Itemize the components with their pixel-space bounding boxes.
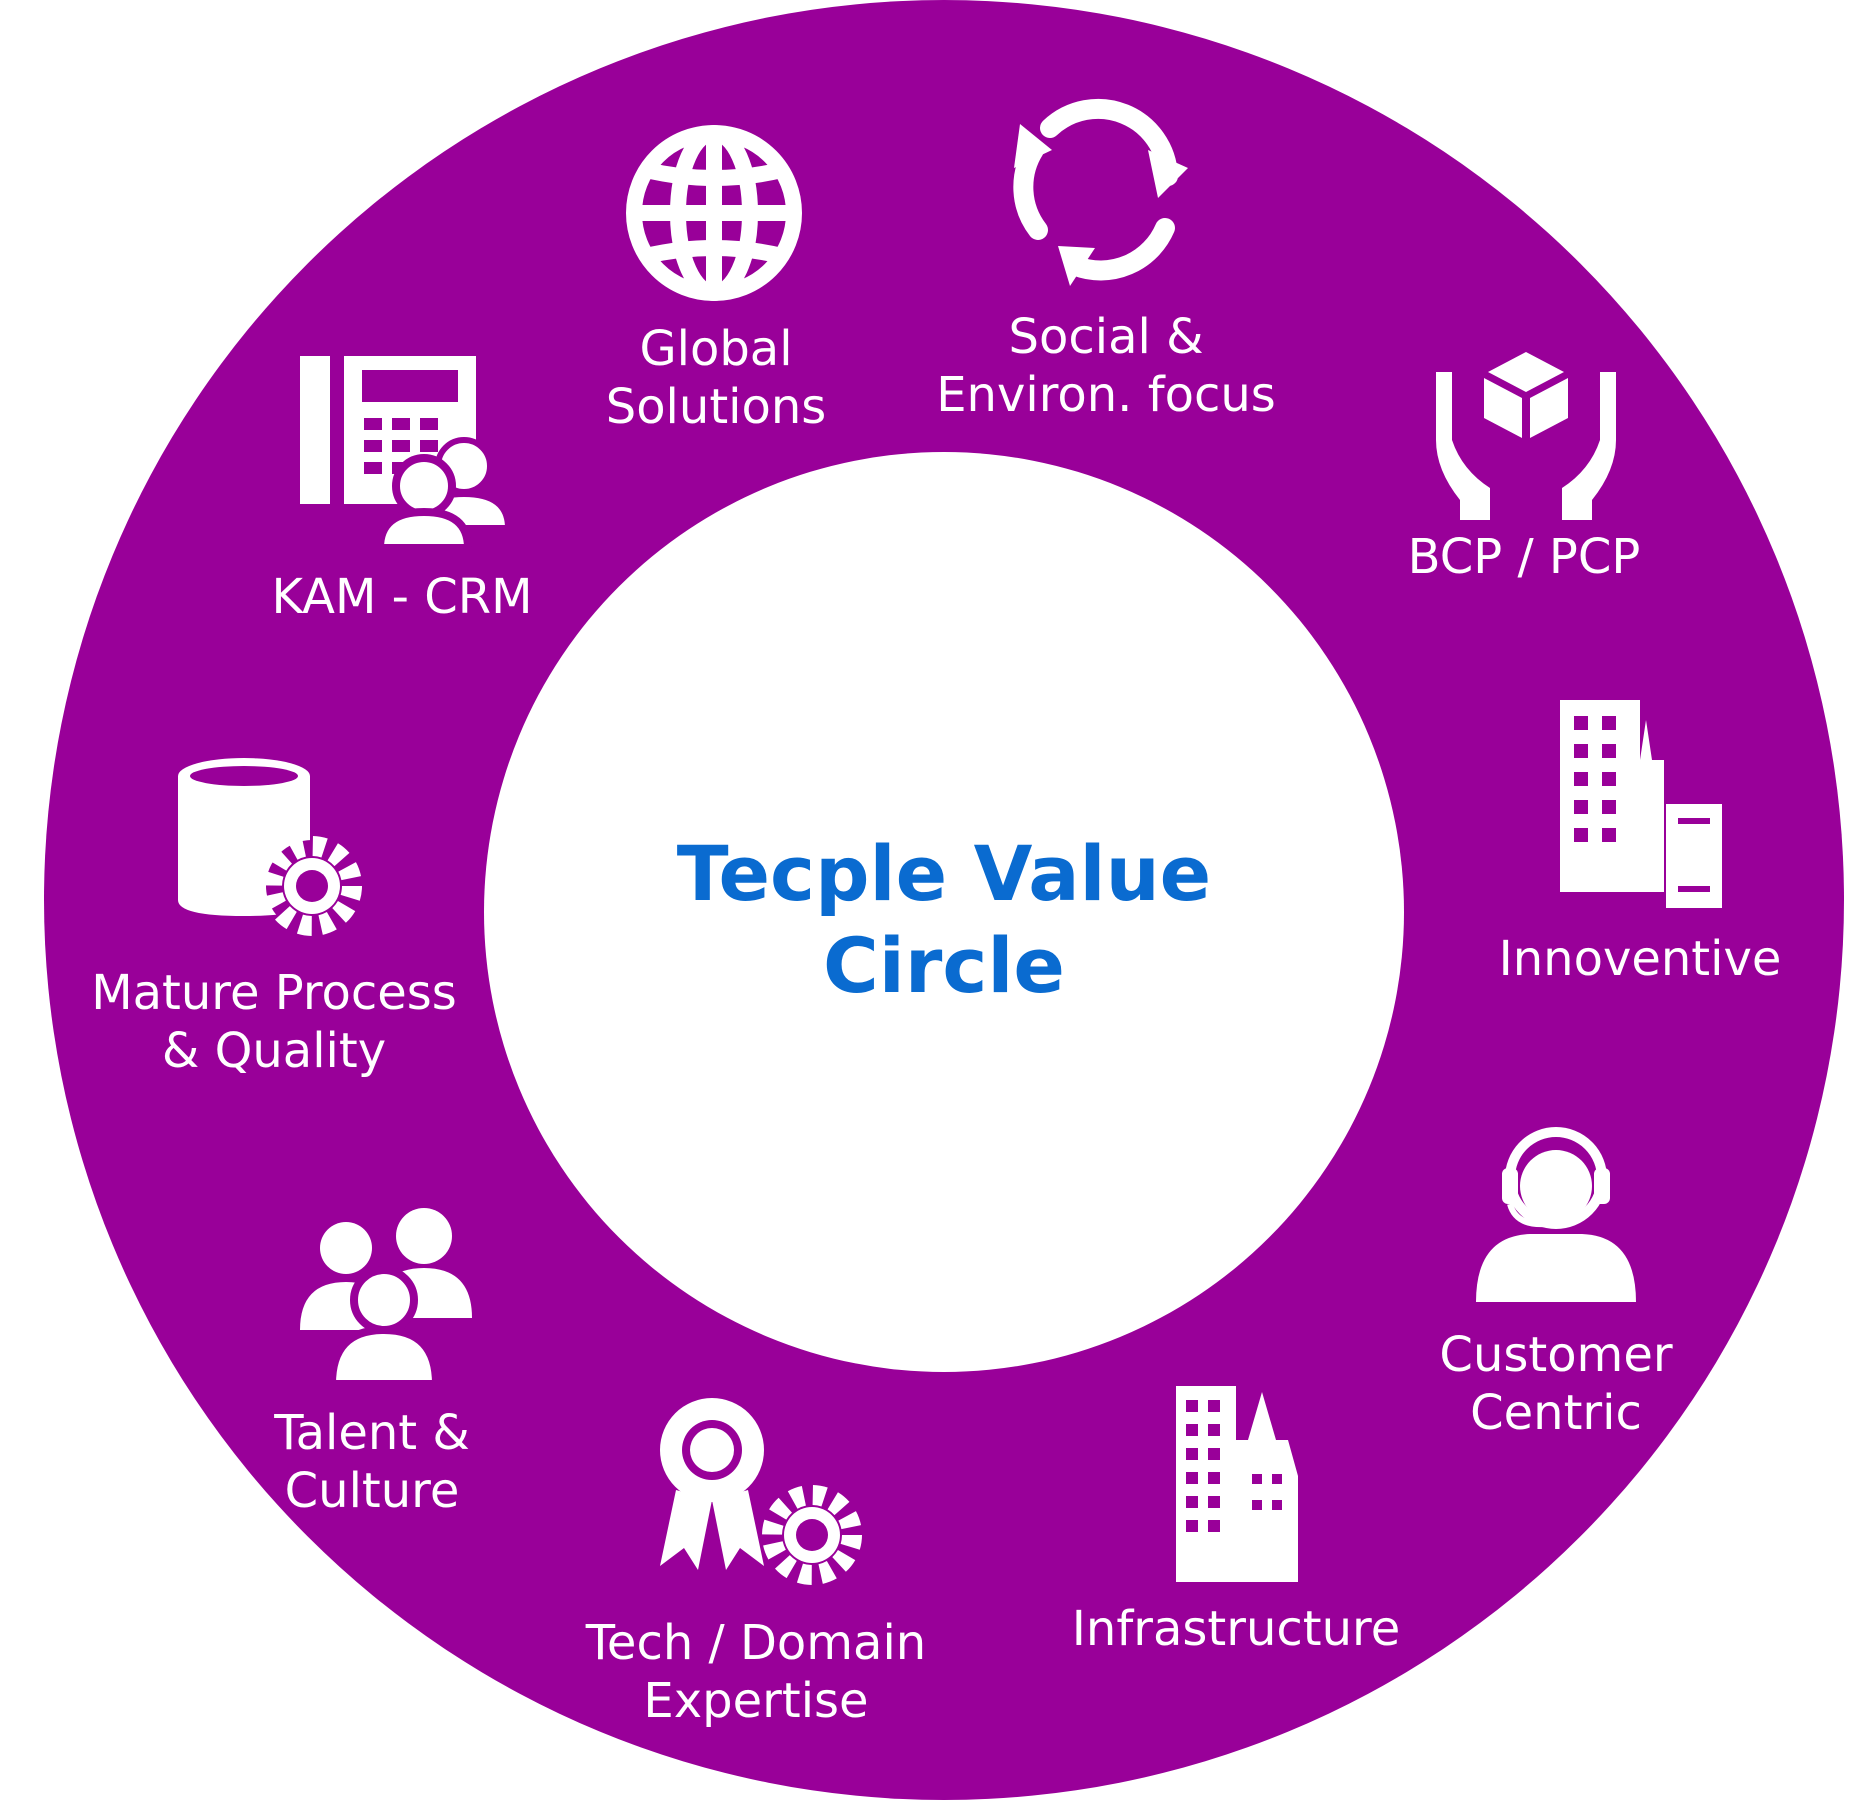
segment-label-tech-domain: Tech / Domain Expertise <box>585 1615 927 1729</box>
recycle-arrowheads <box>1014 124 1188 286</box>
phone-users-icon <box>300 356 512 552</box>
segment-label-innoventive: Innoventive <box>1498 931 1782 987</box>
segment-label-infrastructure: Infrastructure <box>1071 1601 1401 1657</box>
people-group-icon <box>300 1208 472 1388</box>
segment-label-mature-process: Mature Process & Quality <box>91 965 457 1079</box>
award-gear-icon <box>660 1398 862 1585</box>
center-title: Tecple Value Circle <box>676 829 1212 1010</box>
segment-label-global-solutions: Global Solutions <box>605 321 827 435</box>
segment-label-kam-crm: KAM - CRM <box>271 569 533 625</box>
segment-label-talent-culture: Talent & Culture <box>274 1405 470 1519</box>
segment-label-bcp-pcp: BCP / PCP <box>1407 529 1641 585</box>
headset-agent-icon <box>1476 1127 1636 1302</box>
city-buildings-icon <box>1560 700 1722 908</box>
hands-box-icon <box>1436 352 1616 520</box>
database-gear-icon <box>178 758 362 936</box>
segment-label-social-environ: Social & Environ. focus <box>936 309 1276 423</box>
segment-label-customer-centric: Customer Centric <box>1439 1327 1673 1441</box>
skyscraper-icon <box>1176 1386 1298 1582</box>
center-disc <box>484 452 1404 1372</box>
globe-icon <box>626 125 802 301</box>
